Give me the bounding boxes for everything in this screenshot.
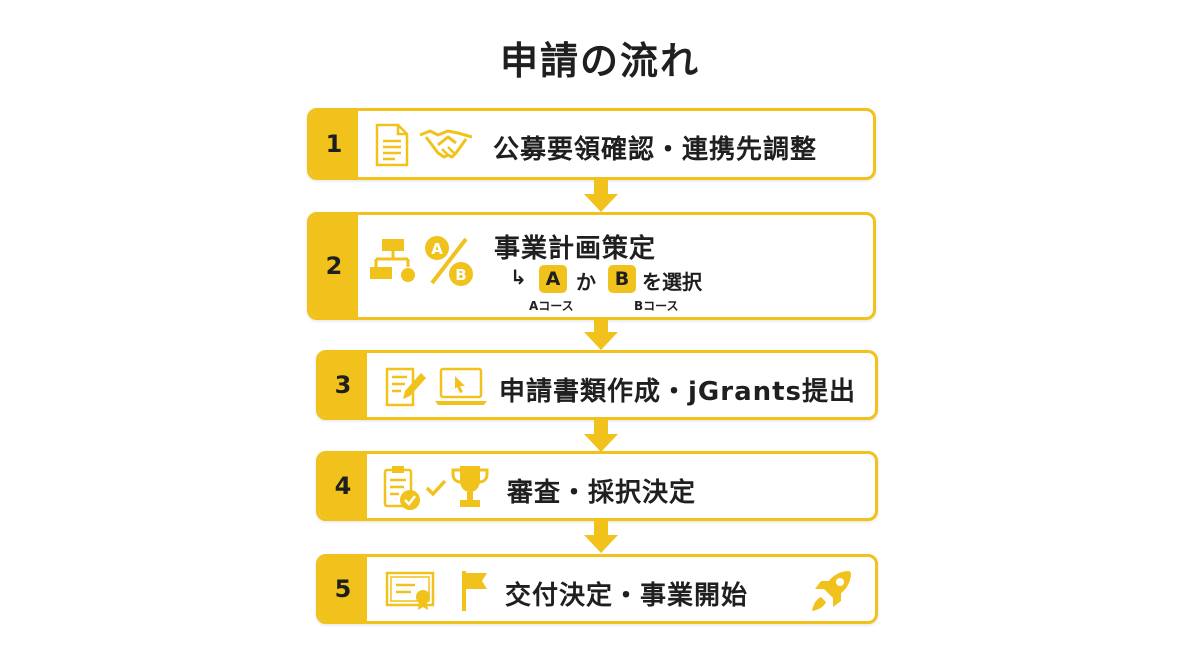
flowchart-icon	[370, 239, 415, 282]
a-b-choice-icon: A B	[425, 236, 473, 286]
checkmark-icon	[425, 479, 447, 497]
arrow-down-icon	[584, 318, 618, 350]
arrow-down-icon	[584, 521, 618, 553]
svg-text:A: A	[431, 240, 443, 258]
step-2: 2 A B 事業計画策定 ↳ A か B を選択 Aコース Bコース	[307, 212, 876, 320]
step-label: 事業計画策定	[494, 234, 657, 264]
document-icon	[375, 123, 409, 167]
certificate-icon	[385, 571, 435, 610]
step-number: 4	[319, 454, 367, 518]
option-suffix: を選択	[642, 270, 702, 294]
flag-icon	[462, 571, 487, 611]
step-5: 5 交付決定・事業開始	[316, 554, 878, 624]
caption-a: Aコース	[529, 299, 574, 313]
step-3: 3 申請書類作成・jGrants提出	[316, 350, 878, 420]
step-number: 5	[319, 557, 367, 621]
rocket-icon	[812, 571, 851, 611]
step-number: 3	[319, 353, 367, 417]
svg-text:B: B	[455, 266, 466, 284]
step-number: 2	[310, 215, 358, 317]
step-label: 交付決定・事業開始	[505, 581, 749, 611]
step-label: 公募要領確認・連携先調整	[493, 135, 818, 165]
arrow-down-icon	[584, 180, 618, 212]
step-label: 申請書類作成・jGrants提出	[499, 377, 857, 407]
step-label: 審査・採択決定	[507, 478, 697, 508]
trophy-icon	[451, 466, 489, 507]
edit-document-icon	[385, 367, 426, 407]
option-joiner: か	[576, 270, 596, 294]
option-b-badge: B	[608, 265, 636, 293]
option-a-badge: A	[539, 265, 567, 293]
clipboard-check-icon	[383, 466, 420, 510]
sub-arrow: ↳	[510, 265, 527, 289]
caption-b: Bコース	[634, 299, 679, 313]
laptop-icon	[435, 367, 487, 405]
step-1: 1 公募要領確認・連携先調整	[307, 108, 876, 180]
arrow-down-icon	[584, 420, 618, 452]
step-number: 1	[310, 111, 358, 177]
step-4: 4 審査・採択決定	[316, 451, 878, 521]
page-title: 申請の流れ	[499, 39, 700, 83]
handshake-icon	[419, 129, 473, 159]
